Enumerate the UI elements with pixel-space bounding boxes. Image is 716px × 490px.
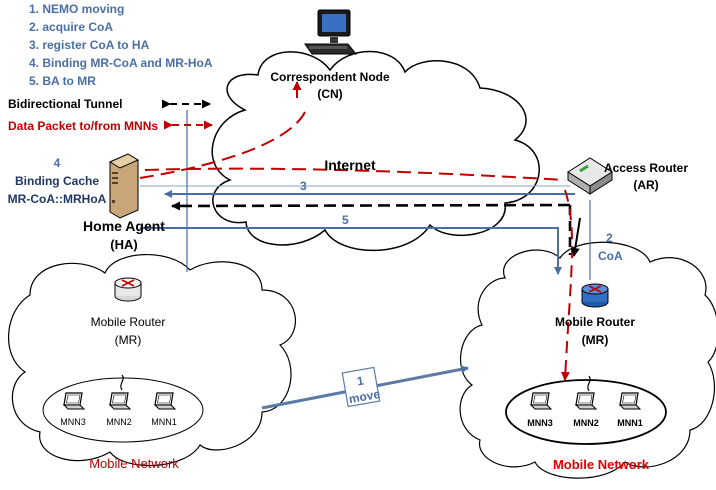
left-laptop-icon-3: [154, 392, 176, 410]
move-label-box: [341, 366, 381, 408]
internet-cloud: [211, 50, 540, 252]
right-laptop-icon-1: [530, 392, 552, 410]
access-router-icon: [567, 157, 613, 195]
data-path-ha-ar: [144, 167, 566, 181]
binding-cache-label: Binding Cache: [15, 174, 99, 188]
binding-cache-number: 4: [54, 156, 61, 170]
binding-cache-value: MR-CoA::MRHoA: [8, 192, 107, 206]
step2-number: 2: [606, 231, 613, 245]
legend-tunnel-label: Bidirectional Tunnel: [8, 97, 122, 111]
step3-number: 3: [300, 179, 307, 193]
left-mnn-2: MNN2: [106, 417, 132, 427]
data-path-cn-ha: [139, 111, 306, 179]
right-mnn-2: MNN2: [573, 418, 599, 428]
right-mr-abbrev: (MR): [582, 333, 609, 347]
data-path-ar-mr: [560, 189, 574, 381]
move-label: move: [348, 387, 382, 406]
step-4: 4. Binding MR-CoA and MR-HoA: [29, 56, 213, 70]
step-2: 2. acquire CoA: [29, 20, 113, 34]
left-laptop-icon-2: [109, 392, 131, 410]
right-router-icon: [581, 283, 609, 308]
left-mr-abbrev: (MR): [115, 333, 142, 347]
right-mr-label: Mobile Router: [555, 315, 635, 329]
left-network-label: Mobile Network: [89, 456, 179, 471]
step-3: 3. register CoA to HA: [29, 38, 150, 52]
cn-abbrev: (CN): [317, 87, 342, 101]
step2-arrow: [570, 217, 581, 257]
step5-arrow: [140, 227, 562, 275]
left-mnn-ellipse: [42, 377, 204, 443]
left-mnn-3: MNN3: [60, 417, 86, 427]
coa-label: CoA: [598, 249, 623, 263]
step5-number: 5: [342, 213, 349, 227]
ha-label: Home Agent: [83, 218, 165, 234]
left-mnn-1: MNN1: [151, 417, 177, 427]
internet-label: Internet: [324, 157, 376, 173]
ar-label: Access Router: [604, 161, 688, 175]
right-mnn-3: MNN3: [527, 418, 553, 428]
right-network-label: Mobile Network: [553, 457, 650, 472]
ha-abbrev: (HA): [110, 237, 137, 252]
cn-label: Correspondent Node: [270, 70, 390, 84]
legend-data-label: Data Packet to/from MNNs: [8, 119, 158, 133]
step-1: 1. NEMO moving: [29, 2, 124, 16]
left-mr-label: Mobile Router: [91, 315, 166, 329]
right-mnn-ellipse: [505, 379, 667, 445]
server-icon: [108, 153, 140, 219]
tunnel-line: [171, 201, 571, 211]
step-5: 5. BA to MR: [29, 74, 96, 88]
move-number: 1: [356, 374, 365, 389]
ar-abbrev: (AR): [633, 178, 658, 192]
computer-icon: [304, 9, 358, 55]
right-laptop-icon-3: [619, 392, 641, 410]
left-laptop-icon-1: [63, 392, 85, 410]
left-router-icon: [114, 277, 142, 302]
right-laptop-icon-2: [575, 392, 597, 410]
right-mnn-1: MNN1: [617, 418, 643, 428]
